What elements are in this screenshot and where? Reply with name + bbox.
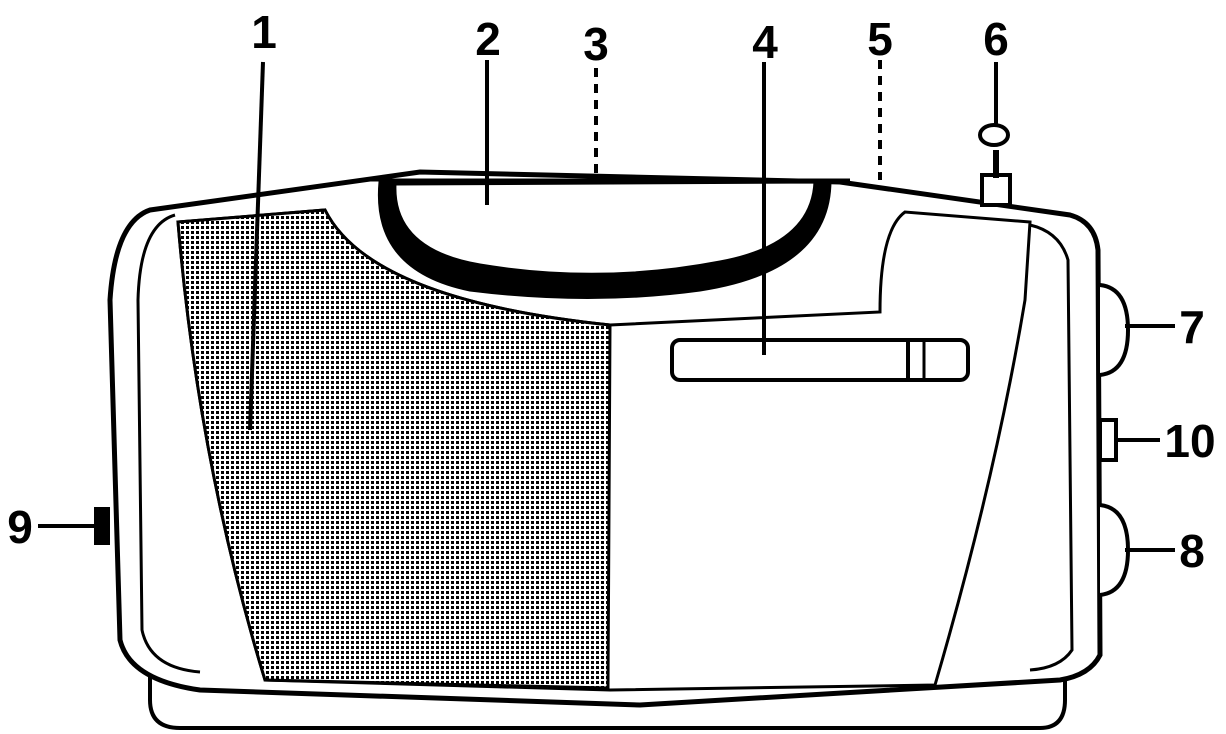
callout-5: 5: [867, 13, 893, 65]
callout-1: 1: [251, 6, 277, 58]
callout-4: 4: [752, 16, 778, 68]
speaker-grille: [176, 208, 612, 690]
callout-9: 9: [7, 501, 33, 553]
right-side-panel: [1029, 223, 1074, 672]
callout-3: 3: [583, 18, 609, 70]
telescopic-antenna: [978, 123, 1012, 207]
carry-handle: [393, 180, 817, 276]
band-switch: [1098, 418, 1118, 462]
earphone-jack: [94, 507, 110, 545]
leader-lines: [38, 60, 1175, 552]
callout-6: 6: [983, 13, 1009, 65]
tuning-knob: [1099, 503, 1131, 597]
callout-2: 2: [475, 13, 501, 65]
leader-1: [248, 61, 265, 431]
volume-knob: [1099, 283, 1131, 377]
radio-base: [148, 662, 1067, 730]
callout-10: 10: [1164, 415, 1215, 467]
tuning-dial-window: [670, 338, 970, 382]
callout-8: 8: [1179, 525, 1205, 577]
left-side-panel: [136, 213, 201, 674]
callout-7: 7: [1179, 301, 1205, 353]
